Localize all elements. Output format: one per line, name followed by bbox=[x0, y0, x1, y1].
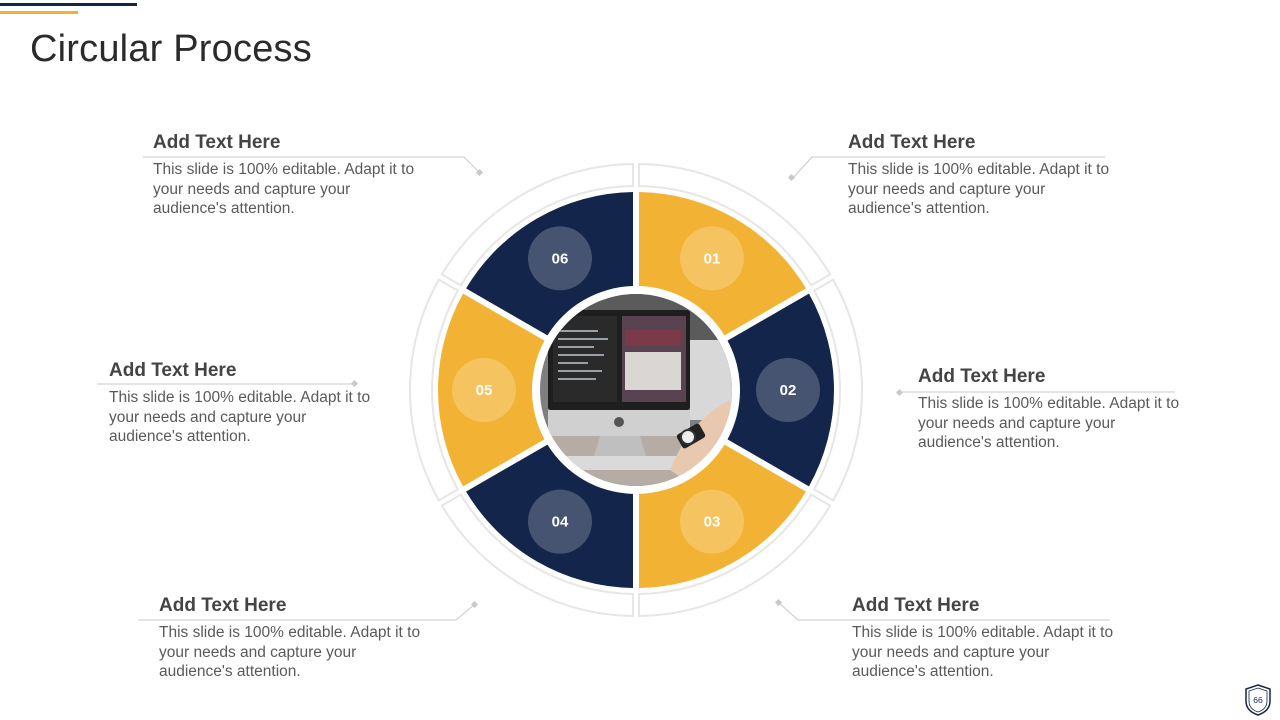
text-block-body: This slide is 100% editable. Adapt it to… bbox=[153, 161, 415, 217]
segment-wedge bbox=[466, 192, 634, 336]
segment-number-label: 05 bbox=[476, 382, 493, 399]
segment-number-badge bbox=[528, 226, 592, 291]
segment-wedge bbox=[438, 293, 545, 487]
page-number: 66 bbox=[1253, 695, 1263, 705]
computer-monitor-icon bbox=[548, 310, 690, 470]
text-block-body: This slide is 100% editable. Adapt it to… bbox=[918, 395, 1180, 451]
segments: 01 02 03 04 05 06 bbox=[438, 192, 834, 588]
outer-ring-segment bbox=[812, 278, 863, 502]
center-photo bbox=[540, 294, 732, 486]
header-accent-navy-bar bbox=[0, 3, 137, 6]
slide-title: Circular Process bbox=[30, 28, 312, 70]
outer-ring-segment bbox=[440, 163, 634, 287]
text-block-heading: Add Text Here bbox=[153, 132, 281, 153]
segment-number-label: 02 bbox=[780, 382, 797, 399]
segment-02: 02 bbox=[727, 293, 834, 487]
segment-number-badge bbox=[680, 226, 744, 291]
text-block-heading: Add Text Here bbox=[848, 132, 976, 153]
segment-number-label: 03 bbox=[704, 514, 721, 531]
segment-number-label: 01 bbox=[704, 250, 721, 267]
segment-number-label: 04 bbox=[552, 514, 569, 531]
segment-number-badge bbox=[756, 358, 820, 422]
segment-wedge bbox=[638, 444, 806, 588]
outer-ring-segment bbox=[440, 493, 634, 617]
outer-ring-segment bbox=[638, 493, 832, 617]
text-block-body: This slide is 100% editable. Adapt it to… bbox=[852, 624, 1114, 680]
segment-wedge bbox=[727, 293, 834, 487]
connector-bottom-left bbox=[138, 603, 476, 621]
text-block-top-left: Add Text Here This slide is 100% editabl… bbox=[153, 131, 433, 219]
segment-number-badge bbox=[452, 358, 516, 422]
text-block-heading: Add Text Here bbox=[852, 595, 980, 616]
segment-wedge bbox=[466, 444, 634, 588]
text-block-top-right: Add Text Here This slide is 100% editabl… bbox=[848, 131, 1128, 219]
segment-number-label: 06 bbox=[552, 250, 569, 267]
connector-top-left bbox=[143, 156, 481, 174]
text-block-mid-left: Add Text Here This slide is 100% editabl… bbox=[109, 359, 389, 447]
segment-04: 04 bbox=[466, 444, 634, 588]
text-block-heading: Add Text Here bbox=[109, 360, 237, 381]
text-block-heading: Add Text Here bbox=[159, 595, 287, 616]
text-block-body: This slide is 100% editable. Adapt it to… bbox=[159, 624, 421, 680]
outer-ring bbox=[409, 163, 863, 617]
text-block-bottom-left: Add Text Here This slide is 100% editabl… bbox=[159, 594, 439, 682]
header-accent-gold-bar bbox=[0, 11, 78, 14]
segment-01: 01 bbox=[638, 192, 806, 336]
segment-number-badge bbox=[528, 489, 592, 554]
connector-bottom-right bbox=[777, 601, 1110, 621]
connector-top-right bbox=[792, 156, 1105, 179]
segment-06: 06 bbox=[466, 192, 634, 336]
text-block-mid-right: Add Text Here This slide is 100% editabl… bbox=[918, 365, 1198, 453]
text-block-body: This slide is 100% editable. Adapt it to… bbox=[109, 389, 371, 445]
page-number-badge: 66 bbox=[1245, 684, 1271, 716]
segment-wedge bbox=[638, 192, 806, 336]
connectors bbox=[97, 156, 1175, 621]
outer-ring-segment bbox=[638, 163, 832, 287]
text-block-body: This slide is 100% editable. Adapt it to… bbox=[848, 161, 1110, 217]
shield-icon bbox=[1245, 684, 1271, 716]
segment-03: 03 bbox=[638, 444, 806, 588]
outer-ring-segment bbox=[409, 278, 460, 502]
segment-number-badge bbox=[680, 489, 744, 554]
segment-05: 05 bbox=[438, 293, 545, 487]
text-block-heading: Add Text Here bbox=[918, 366, 1046, 387]
text-block-bottom-right: Add Text Here This slide is 100% editabl… bbox=[852, 594, 1132, 682]
